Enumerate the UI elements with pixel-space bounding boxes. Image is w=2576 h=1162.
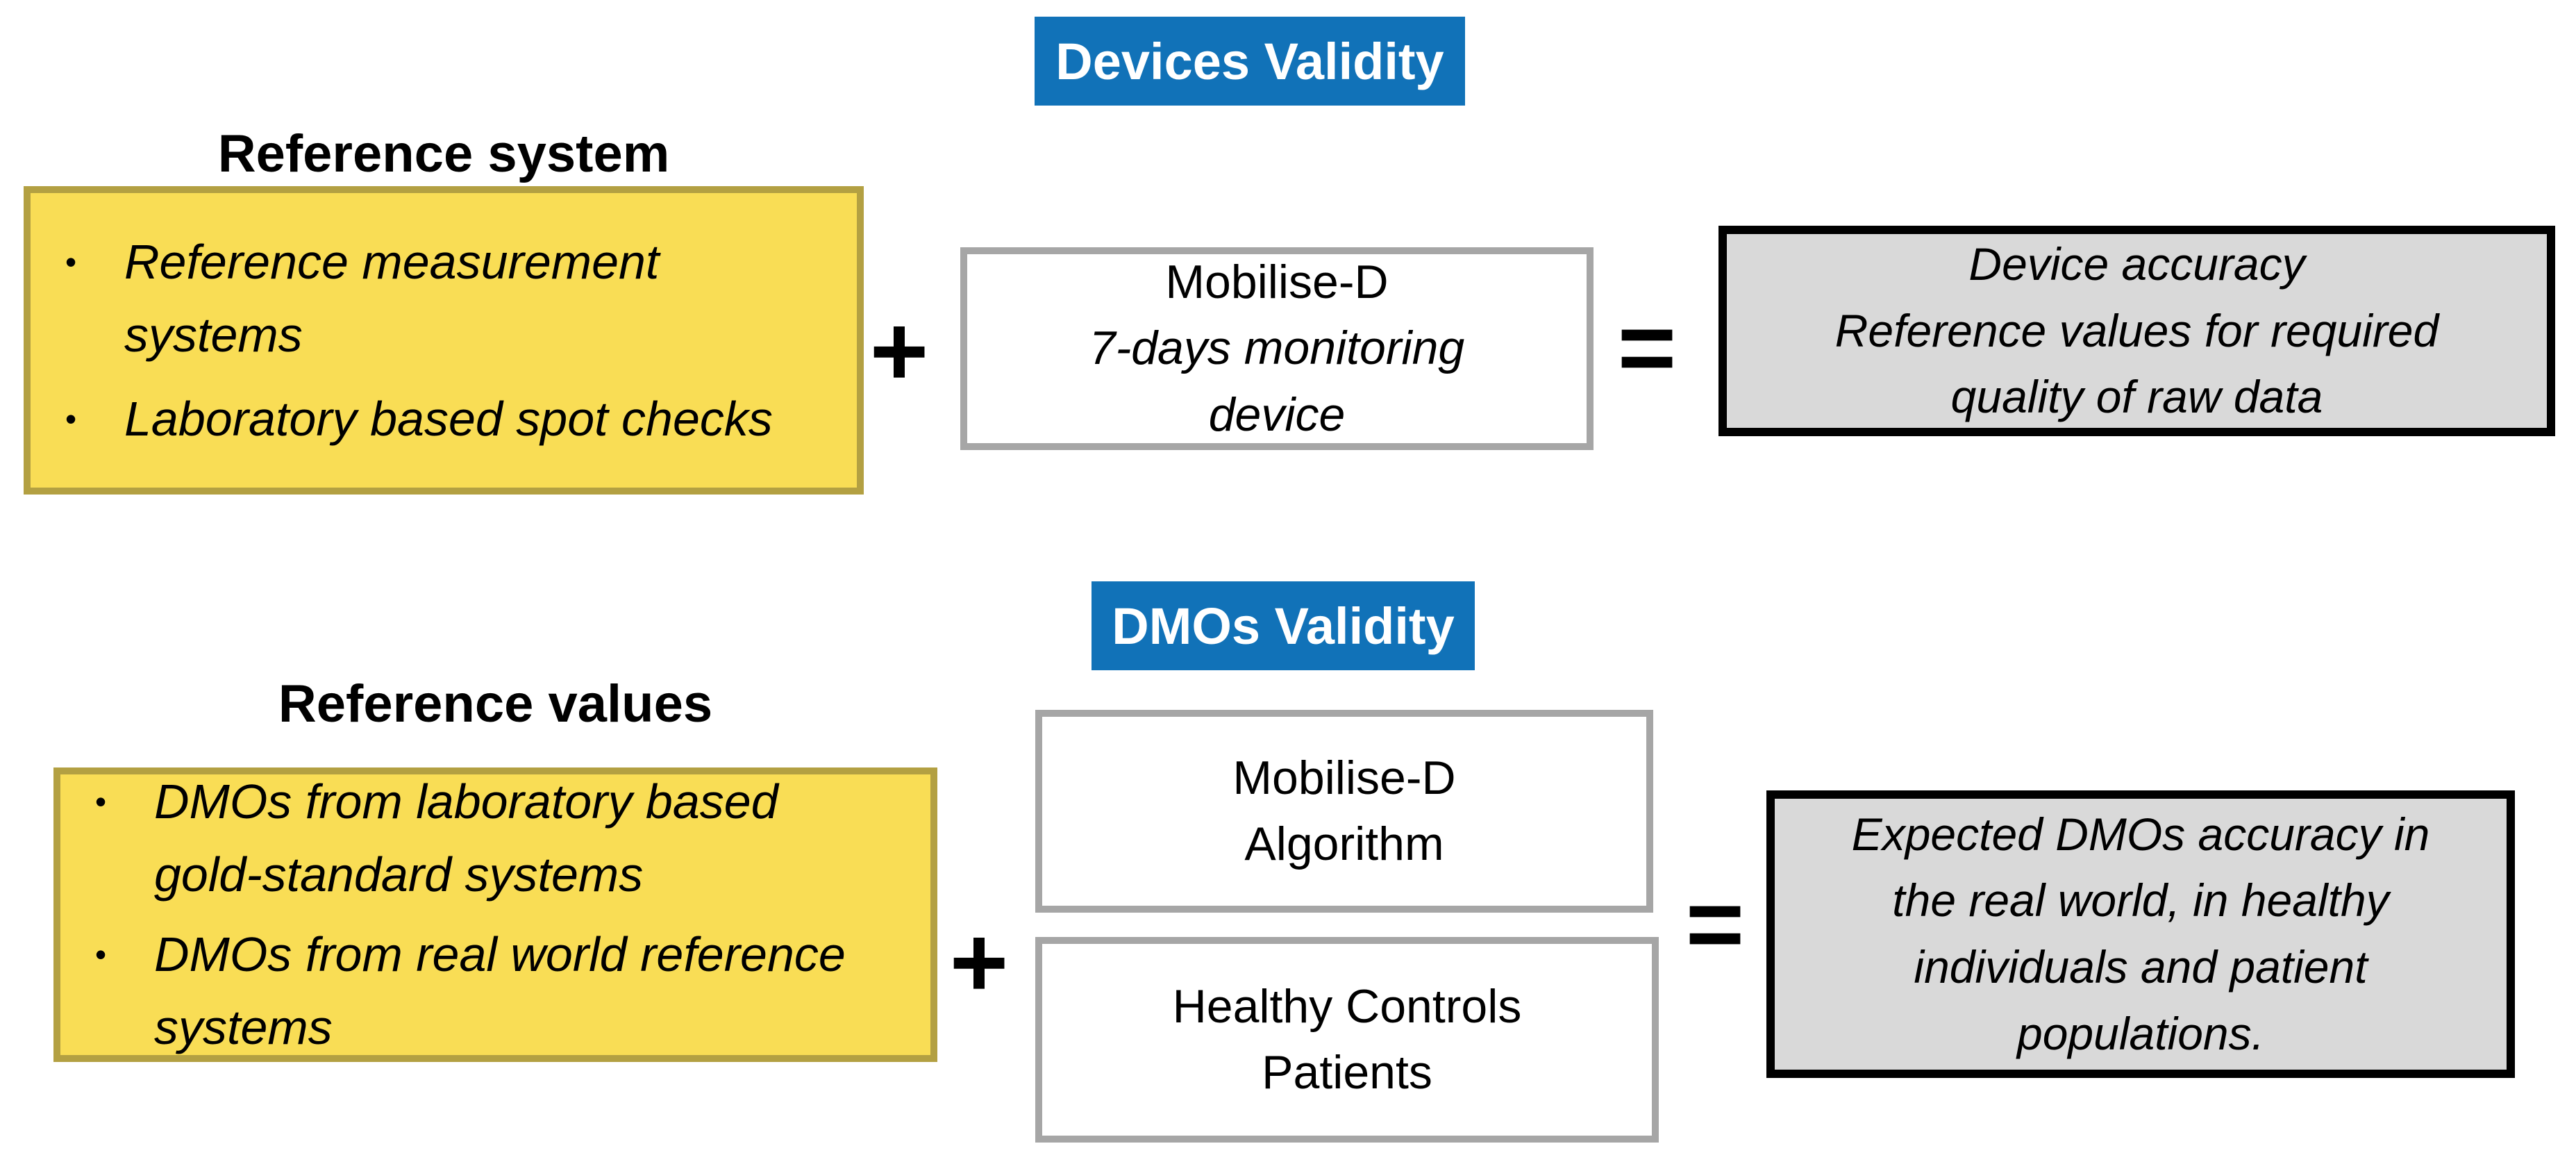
bullet-icon: •: [95, 936, 107, 972]
list-item: • DMOs from real world reference systems: [95, 918, 910, 1064]
algorithm-box-text: Mobilise-D Algorithm: [1232, 751, 1456, 870]
cohort-box: Healthy Controls Patients: [1035, 937, 1659, 1143]
reference-system-title: Reference system: [217, 124, 670, 183]
bullet-icon: •: [65, 243, 77, 280]
bullet-text: Reference measurement systems: [124, 234, 660, 362]
dmos-validity-badge: DMOs Validity: [1092, 581, 1475, 670]
bullet-text: DMOs from real world reference systems: [154, 927, 846, 1054]
devices-validity-badge: Devices Validity: [1035, 17, 1465, 106]
monitoring-device-box: Mobilise-D 7-days monitoring device: [960, 247, 1594, 450]
equals-operator: =: [1685, 867, 1745, 980]
reference-system-box: • Reference measurement systems • Labora…: [24, 186, 864, 495]
reference-values-title: Reference values: [278, 674, 713, 733]
reference-values-box: • DMOs from laboratory based gold-standa…: [53, 767, 937, 1062]
result-text: Device accuracy Reference values for req…: [1834, 238, 2439, 423]
bullet-text: DMOs from laboratory based gold-standard…: [154, 774, 778, 902]
device-box-name: Mobilise-D: [1165, 256, 1389, 309]
device-box-description: 7-days monitoring device: [1089, 322, 1465, 441]
equals-operator: =: [1617, 290, 1677, 404]
dmos-accuracy-result-box: Expected DMOs accuracy in the real world…: [1766, 790, 2515, 1078]
list-item: • Laboratory based spot checks: [65, 383, 836, 456]
bullet-text: Laboratory based spot checks: [124, 391, 773, 446]
device-accuracy-result-box: Device accuracy Reference values for req…: [1718, 226, 2555, 436]
bullet-icon: •: [95, 783, 107, 820]
plus-operator: +: [869, 294, 929, 407]
list-item: • DMOs from laboratory based gold-standa…: [95, 765, 910, 911]
result-text: Expected DMOs accuracy in the real world…: [1851, 808, 2430, 1059]
algorithm-box: Mobilise-D Algorithm: [1035, 710, 1653, 913]
cohort-box-text: Healthy Controls Patients: [1172, 979, 1522, 1099]
bullet-icon: •: [65, 400, 77, 437]
list-item: • Reference measurement systems: [65, 226, 836, 372]
plus-operator: +: [949, 905, 1009, 1018]
